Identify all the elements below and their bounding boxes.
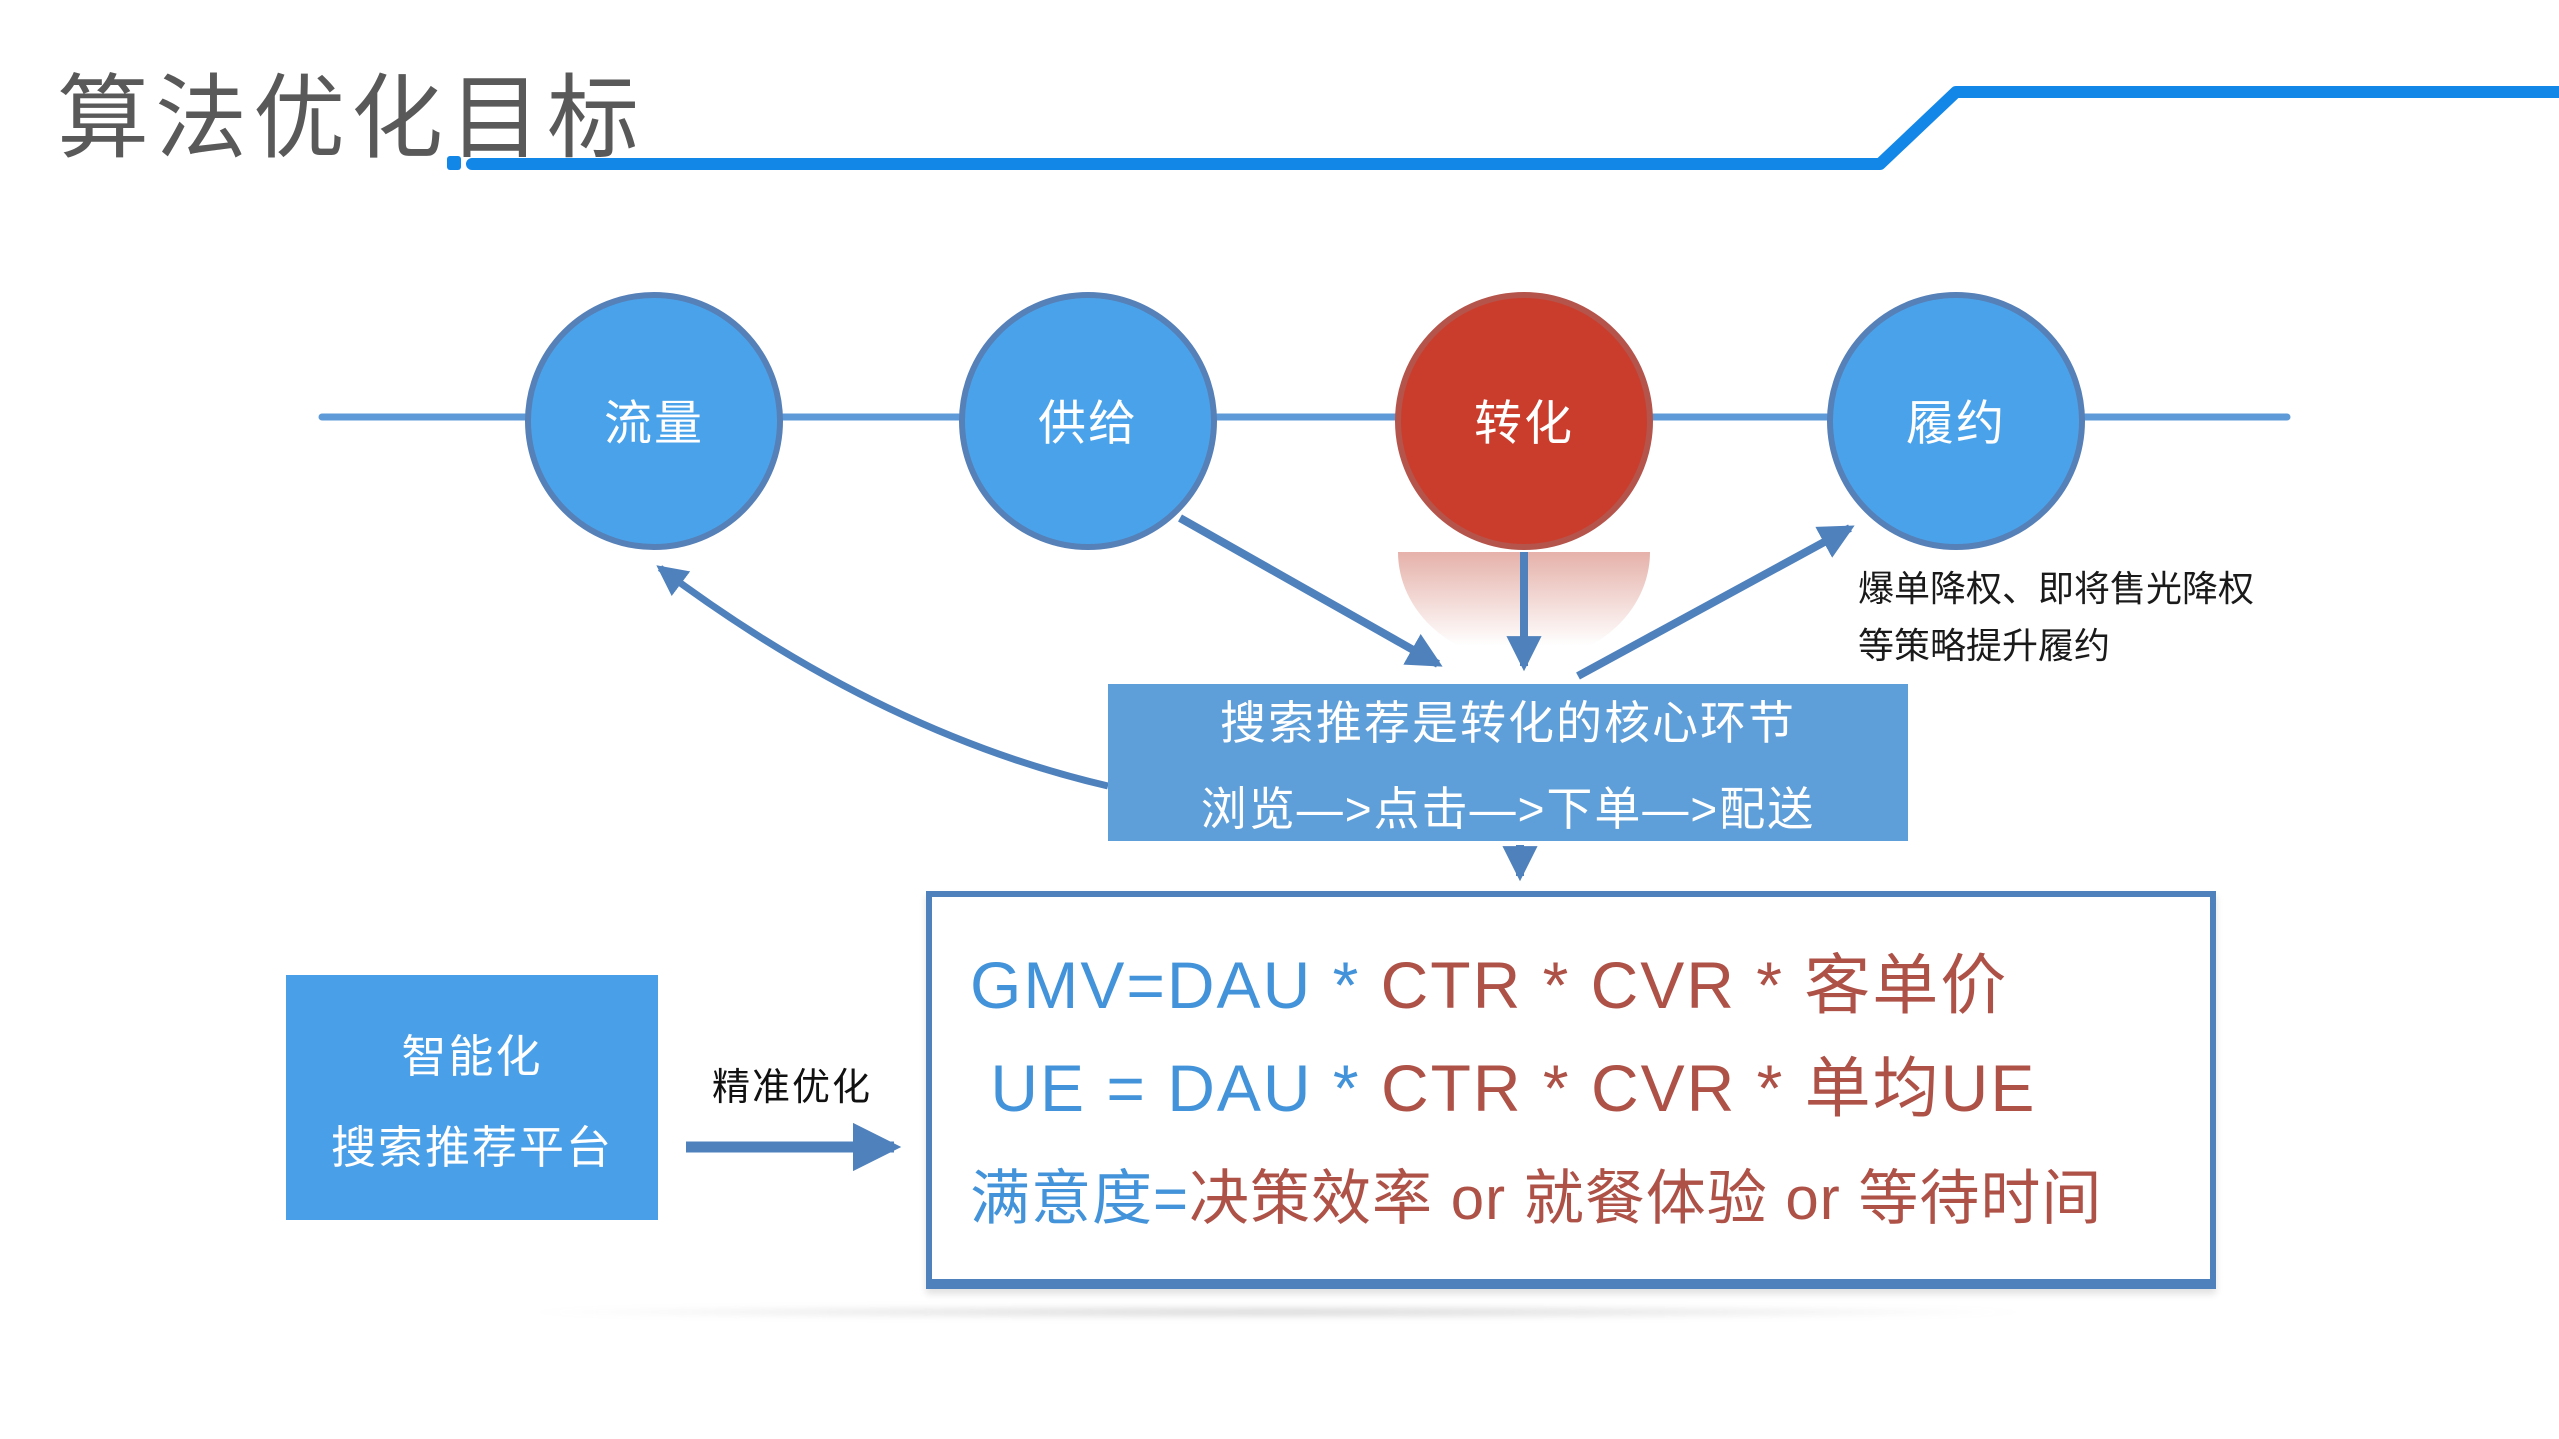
platform-box-line2: 搜索推荐平台 [330,1121,613,1173]
formula-box: GMV=DAU * CTR * CVR * 客单价 UE = DAU * CTR… [926,891,2216,1289]
formula-ue-blue-part: UE = DAU * [970,1051,1381,1125]
stage-circle-fulfillment [1827,292,2085,550]
core-box-line1: 搜索推荐是转化的核心环节 [1220,696,1796,749]
stage-circle-conversion [1395,292,1653,550]
fulfillment-annotation-line1: 爆单降权、即将售光降权 [1858,568,2255,609]
formula-gmv-blue-part: GMV=DAU * [970,948,1381,1022]
title-underline-dot [447,156,461,170]
stage-label-traffic: 流量 [604,398,704,451]
arrow-core-box-to-traffic [656,565,1109,790]
stage-label-supply: 供给 [1038,398,1138,451]
fulfillment-annotation-line2: 等策略提升履约 [1858,625,2111,666]
formula-satisfaction-red-part: 决策效率 or 就餐体验 or 等待时间 [1189,1165,2103,1232]
formula-ue-red-part: CTR * CVR * 单均UE [1380,1051,2037,1125]
formula-satisfaction: 满意度=决策效率 or 就餐体验 or 等待时间 [970,1143,2210,1255]
stage-label-conversion: 转化 [1474,398,1574,451]
arrow-core-box-to-fulfillment [1576,524,1855,680]
fulfillment-annotation: 爆单降权、即将售光降权 等策略提升履约 [1858,560,2318,674]
formula-gmv-red-part: CTR * CVR * 客单价 [1380,948,2009,1022]
formula-gmv: GMV=DAU * CTR * CVR * 客单价 [970,935,2210,1035]
platform-box: 智能化 搜索推荐平台 [286,975,658,1220]
formula-satisfaction-blue-part: 满意度= [970,1165,1190,1232]
stage-label-fulfillment: 履约 [1906,398,2006,451]
arrow-supply-to-core-box [1178,514,1443,668]
stage-circle-traffic [525,292,783,550]
formula-ue: UE = DAU * CTR * CVR * 单均UE [970,1035,2210,1141]
core-conversion-box: 搜索推荐是转化的核心环节 浏览—>点击—>下单—>配送 [1108,684,1908,841]
page-title: 算法优化目标 [57,68,646,170]
slide-bottom-shadow [230,1302,2325,1322]
core-box-line2: 浏览—>点击—>下单—>配送 [1200,782,1816,835]
precision-optimization-label: 精准优化 [711,1067,872,1109]
platform-box-line1: 智能化 [401,1030,543,1082]
stage-circle-supply [959,292,1217,550]
title-underline [466,86,2559,170]
